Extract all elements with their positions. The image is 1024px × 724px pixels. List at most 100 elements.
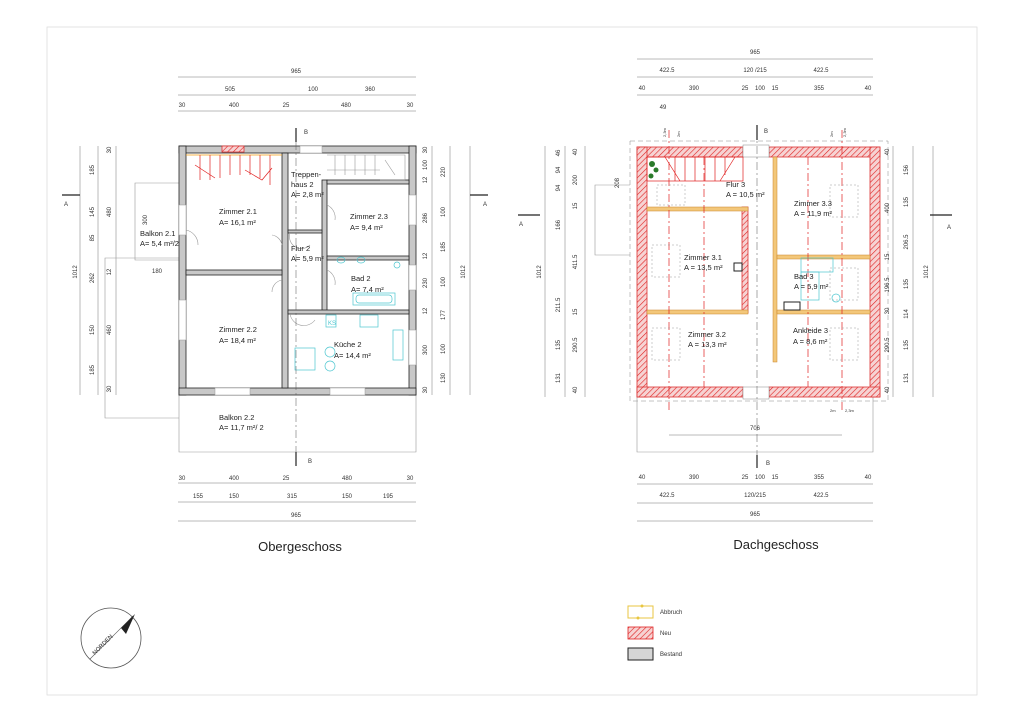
room-name: Zimmer 2.1 [219,207,257,216]
dimension-label: 1012 [73,265,79,279]
dimension-label: 400 [229,103,240,109]
room-name: Küche 2 [334,340,362,349]
skylights [651,184,859,361]
plan-title-obergeschoss: Obergeschoss [258,539,342,554]
dimension-label: 25 [742,86,749,92]
dimension-label: 290.5 [573,337,579,353]
dimension-label: 355 [814,475,825,481]
room-name: Flur 2 [291,244,310,253]
plant-icon [648,161,659,179]
partition-walls [646,156,871,363]
room-area: A= 11,7 m²/ 2 [219,423,264,432]
dimension-label: 30 [423,146,429,153]
dimension-label: 30 [107,385,113,392]
new-stairs [646,156,744,182]
height-marks: 2,3m 2m 2m 2,3m 2m 2,3m [662,127,855,413]
room-name: Treppen- [291,170,322,179]
dimension-label: 15 [772,86,779,92]
label: Ankleide 3 [793,326,828,335]
balcony-outline-bottom [636,397,874,453]
label: Zimmer 3.2 [688,330,726,339]
dimension-label: 15 [885,253,891,260]
existing-stairs [327,154,406,181]
room-name: Zimmer 2.2 [219,325,257,334]
dimension-label: 131 [904,372,910,383]
dimension-label: 220 [441,166,447,177]
plan-title-dachgeschoss: Dachgeschoss [733,537,819,552]
dimension-label: 15 [772,475,779,481]
dimension-label: 30 [407,476,414,482]
roof-outline [629,140,889,402]
dimension-label: 422.5 [813,68,829,74]
label: A = 8,6 m² [793,337,828,346]
dimension-label: 965 [750,512,761,518]
legend-swatch-neu [627,626,654,640]
dimension-label: 114 [904,309,910,319]
new-walls [636,146,881,398]
dimension-label: 422.5 [659,68,675,74]
room-labels: Flur 3 A = 10,5 m² Zimmer 3.3 A = 11,9 m… [684,180,833,349]
label: 2m [676,131,681,137]
dimension-label: 25 [283,103,290,109]
dimension-label: 40 [885,386,891,393]
dimension-label: 195 [383,494,394,500]
dimension-label: 40 [865,475,872,481]
dimension-label: 30 [885,307,891,314]
dimension-label: 30 [107,146,113,153]
room-name: Zimmer 2.3 [350,212,388,221]
chimney [783,301,801,311]
dimension-label: 1012 [924,265,930,279]
dimension-label: 135 [904,196,910,207]
dimension-label: 1012 [461,265,467,279]
dimension-label: 965 [291,69,302,75]
dimension-label: 94 [556,166,562,173]
room-area: A= 5,9 m² [291,254,324,263]
compass-circle [80,607,142,669]
section-a-left: A [64,202,68,208]
room-labels: Treppen- haus 2 A= 2,8 m² Zimmer 2.1 A= … [140,170,388,432]
dimension-label: 400 [885,202,891,213]
room-area: A= 2,8 m² [291,190,324,199]
room-area: A= 18,4 m² [219,336,256,345]
dimension-label: 286 [423,212,429,223]
room-area: A= 14,4 m² [334,351,371,360]
dimension-label: 706 [750,426,761,432]
dimension-label: 360 [365,87,376,93]
section-b-top: B [764,129,768,135]
dimension-label: 185 [90,164,96,175]
dimension-label: 40 [573,148,579,155]
dimension-label: 12 [423,176,429,183]
sheet-border [46,26,978,696]
label: Zimmer 3.3 [794,199,832,208]
obergeschoss-plan: KS B B A A Treppen- haus 2 A= 2,8 m² Zim… [62,69,488,554]
room-area: A= 7,4 m² [351,285,384,294]
ks-label: KS [328,321,336,327]
dimension-label: 12 [423,252,429,259]
dimension-label: 390 [689,86,700,92]
legend-swatch-abbruch [627,605,654,619]
dimension-label: 390 [689,475,700,481]
dimension-label: 30 [179,103,186,109]
dimension-label: 300 [423,344,429,355]
balcony-outline [594,184,630,256]
windows [178,145,417,396]
dimension-label: 49 [660,105,667,111]
dimension-label: 40 [885,148,891,155]
dimension-label: 1012 [537,265,543,279]
dimension-label: 85 [90,234,96,241]
balkon-2-1-outline [134,182,179,261]
dimension-label: 15 [573,202,579,209]
dimension-label: 150 [229,494,240,500]
dimension-label: 422.5 [659,493,675,499]
dimension-label: 411.5 [573,254,579,269]
section-a-right: A [483,202,487,208]
dimension-label: 155 [193,494,204,500]
door-swings [185,204,336,326]
label: A = 5,9 m² [794,282,829,291]
dimension-label: 12 [107,268,113,275]
new-stairs [186,154,282,185]
dimension-label: 100 [441,206,447,217]
dimension-label: 150 [90,324,96,335]
balcony-rail [104,257,179,419]
dimension-label: 206.5 [904,234,910,250]
